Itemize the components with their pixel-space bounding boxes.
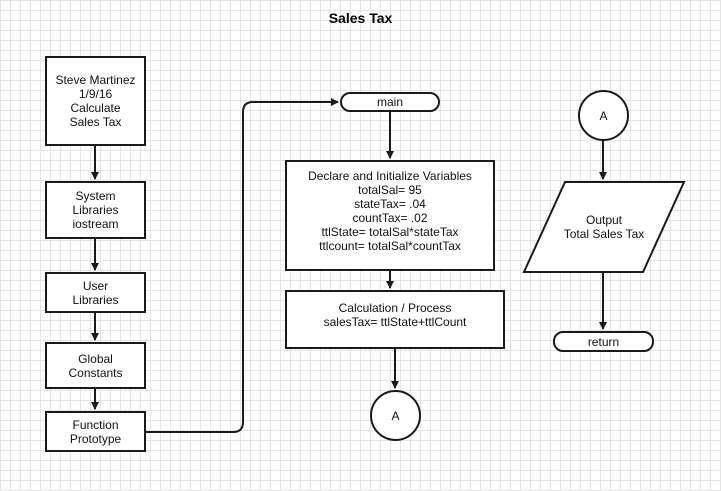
declare-line: ttlState= totalSal*stateTax (321, 225, 459, 239)
system-libraries-line: Libraries (72, 203, 119, 217)
user-libraries-line: User (82, 278, 109, 293)
connector-label: A (599, 108, 608, 123)
user-libraries-box: User Libraries (45, 272, 146, 313)
function-prototype-line: Function (72, 417, 119, 432)
global-constants-line: Global (78, 351, 113, 366)
declare-line: ttlcount= totalSal*countTax (319, 239, 461, 253)
main-terminator: main (340, 92, 440, 112)
return-terminator: return (553, 331, 654, 352)
header-line: Calculate (70, 101, 121, 115)
user-libraries-line: Libraries (72, 292, 119, 307)
function-prototype-line: Prototype (69, 431, 122, 446)
declare-line: stateTax= .04 (354, 197, 426, 211)
calculation-box: Calculation / Process salesTax= ttlState… (285, 290, 505, 349)
diagram-title: Sales Tax (328, 10, 393, 26)
system-libraries-line: iostream (72, 217, 119, 231)
output-shape (522, 181, 686, 273)
output-text: Output Total Sales Tax (540, 182, 668, 272)
connector-a-top: A (578, 90, 629, 141)
connector-label: A (391, 408, 400, 423)
header-line: Sales Tax (69, 115, 122, 129)
declare-variables-box: Declare and Initialize Variables totalSa… (285, 160, 495, 271)
system-libraries-line: System (75, 189, 116, 203)
return-label: return (587, 334, 620, 349)
declare-line: Declare and Initialize Variables (308, 169, 472, 183)
output-line: Total Sales Tax (563, 227, 645, 241)
connector-a-bottom: A (370, 390, 421, 441)
declare-line: totalSal= 95 (358, 183, 422, 197)
calculation-line: salesTax= ttlState+ttlCount (323, 315, 467, 329)
header-box: Steve Martinez 1/9/16 Calculate Sales Ta… (45, 56, 146, 146)
system-libraries-box: System Libraries iostream (45, 181, 146, 239)
arrow-function-to-main (146, 98, 339, 433)
calculation-line: Calculation / Process (338, 301, 452, 315)
global-constants-line: Constants (68, 365, 123, 380)
function-prototype-box: Function Prototype (45, 411, 146, 452)
header-line: 1/9/16 (78, 87, 113, 101)
declare-line: countTax= .02 (352, 211, 428, 225)
output-line: Output (585, 213, 623, 227)
main-label: main (376, 95, 403, 109)
header-line: Steve Martinez (55, 73, 136, 87)
global-constants-box: Global Constants (45, 342, 146, 389)
